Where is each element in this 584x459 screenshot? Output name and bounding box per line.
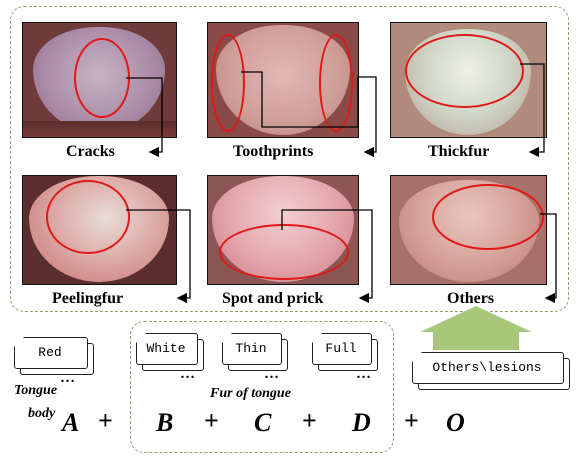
arrow-toothprints <box>241 71 377 158</box>
highlight-ring-thickfur <box>405 34 524 108</box>
tag-red: Red <box>14 337 94 375</box>
formula-plus-2: + <box>204 406 219 435</box>
caption-toothprints: Toothprints <box>233 143 314 160</box>
fur-of-tongue-label: Fur of tongue <box>210 386 291 401</box>
tongue-body-label-line2: body <box>28 406 56 421</box>
white-ellipsis: … <box>180 366 196 382</box>
tag-white-label: White <box>146 340 186 356</box>
formula-plus-3: + <box>302 406 317 435</box>
full-ellipsis: … <box>356 366 372 382</box>
tag-thin-label: Thin <box>235 340 267 356</box>
tag-full-label: Full <box>325 340 357 356</box>
arrow-cracks <box>126 77 163 158</box>
highlight-ring-spot-and-prick <box>219 224 349 280</box>
thin-ellipsis: … <box>264 366 280 382</box>
caption-thickfur: Thickfur <box>428 143 490 160</box>
lip <box>23 121 176 137</box>
caption-spot-and-prick: Spot and prick <box>222 290 324 307</box>
arrow-thickfur <box>520 63 545 158</box>
tag-others-lesions: Others\lesions <box>412 352 570 390</box>
caption-cracks: Cracks <box>66 143 115 160</box>
formula-d: D <box>352 408 371 437</box>
arrow-others <box>540 213 557 304</box>
caption-peelingfur: Peelingfur <box>52 290 124 307</box>
up-arrow-green <box>420 306 532 350</box>
arrow-peelingfur <box>126 209 191 304</box>
lesions-frame <box>10 6 569 312</box>
tag-full: Full <box>312 333 378 371</box>
formula-a: A <box>62 408 80 437</box>
highlight-ring-toothprints-left <box>211 34 245 132</box>
formula-plus-4: + <box>404 406 419 435</box>
highlight-ring-toothprints-right <box>319 34 353 132</box>
highlight-ring-peelingfur <box>46 180 130 254</box>
fur-frame <box>130 321 394 453</box>
formula-o: O <box>446 408 465 437</box>
tag-thin: Thin <box>222 333 288 371</box>
tag-red-label: Red <box>38 344 62 360</box>
caption-others: Others <box>447 290 495 307</box>
tag-white: White <box>136 333 204 371</box>
tongue-body-ellipsis: … <box>60 370 76 386</box>
formula-b: B <box>156 408 174 437</box>
formula-c: C <box>254 408 272 437</box>
arrow-spot-and-prick <box>281 209 373 304</box>
tag-others-lesions-label: Others\lesions <box>432 359 542 375</box>
highlight-ring-others <box>432 184 544 250</box>
formula-plus-1: + <box>98 406 113 435</box>
tongue-body-label-line1: Tongue <box>14 383 58 398</box>
